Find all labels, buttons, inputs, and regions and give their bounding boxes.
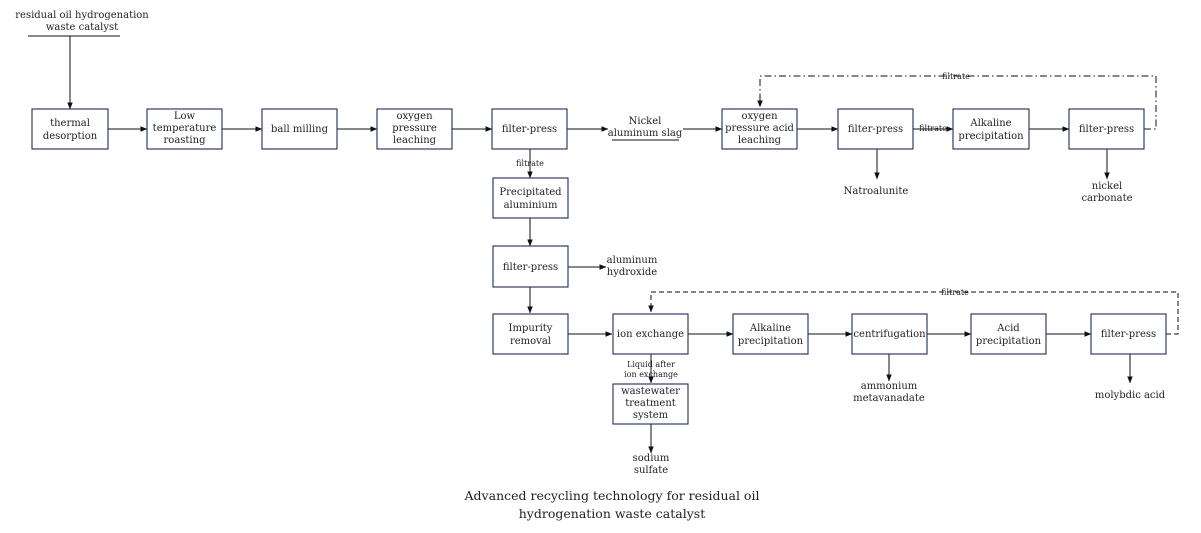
acid-precip-line1: Acid — [996, 323, 1020, 334]
box-thermal-desorption: thermal desorption — [31, 108, 109, 150]
box-filter-press-4: filter-press — [492, 245, 569, 288]
leaching-line1: oxygen — [396, 111, 433, 122]
filtrate-bottom-loop-label: filtrate — [941, 288, 969, 297]
roasting-line2: temperature — [153, 123, 217, 134]
box-oxygen-pressure-acid-leaching: oxygen pressure acid leaching — [721, 108, 798, 150]
hydroxide-line2: hydroxide — [607, 267, 658, 278]
box-ball-milling: ball milling — [261, 108, 338, 150]
filter-press-4-label: filter-press — [503, 262, 558, 273]
filter-press-2-label: filter-press — [848, 124, 903, 135]
natroalunite-output: Natroalunite — [844, 186, 909, 197]
thermal-desorption-line1: thermal — [50, 118, 90, 129]
nickel-carbonate-line1: nickel — [1092, 181, 1122, 192]
wastewater-line3: system — [633, 410, 669, 421]
caption-line2: hydrogenation waste catalyst — [519, 506, 705, 521]
alkaline-2-line2: precipitation — [738, 336, 804, 347]
impurity-line1: Impurity — [509, 323, 553, 334]
wastewater-line2: treatment — [625, 398, 676, 409]
filter-press-3-label: filter-press — [1079, 124, 1134, 135]
filtrate-mid-label: filtrate — [919, 124, 947, 133]
source-label-line2: waste catalyst — [46, 22, 118, 33]
filter-press-1-label: filter-press — [502, 124, 557, 135]
ion-exchange-label: ion exchange — [617, 329, 684, 340]
filter-press-5-label: filter-press — [1101, 329, 1156, 340]
precipitated-line2: aluminium — [504, 200, 558, 211]
box-filter-press-3: filter-press — [1068, 108, 1145, 150]
impurity-line2: removal — [510, 336, 551, 347]
box-filter-press-1: filter-press — [491, 108, 568, 150]
acid-leaching-line2: pressure acid — [725, 123, 794, 134]
centrifugation-label: centrifugation — [853, 329, 926, 340]
alkaline-1-line2: precipitation — [958, 131, 1024, 142]
connectors — [67, 36, 1179, 454]
roasting-line3: roasting — [164, 135, 207, 146]
box-low-temperature-roasting: Low temperature roasting — [146, 108, 223, 150]
output-nickel-aluminum-slag: Nickel aluminum slag — [608, 116, 683, 141]
liquid-after-line2: ion exchange — [624, 370, 678, 379]
box-oxygen-pressure-leaching: oxygen pressure leaching — [376, 108, 453, 150]
box-wastewater-treatment: wastewater treatment system — [612, 383, 689, 425]
liquid-after-line1: Liquid after — [627, 360, 675, 369]
slag-line1: Nickel — [629, 116, 662, 127]
acid-precip-line2: precipitation — [976, 336, 1042, 347]
roasting-line1: Low — [174, 111, 196, 122]
source-label-line1: residual oil hydrogenation — [15, 10, 149, 21]
alkaline-1-line1: Alkaline — [969, 118, 1011, 129]
box-alkaline-precipitation-2: Alkaline precipitation — [732, 313, 809, 355]
wastewater-line1: wastewater — [621, 386, 680, 397]
caption-line1: Advanced recycling technology for residu… — [464, 488, 760, 503]
leaching-line2: pressure — [392, 123, 437, 134]
acid-leaching-line3: leaching — [738, 135, 782, 146]
molybdic-acid-output: molybdic acid — [1095, 390, 1166, 401]
box-impurity-removal: Impurity removal — [492, 313, 569, 355]
alkaline-2-line1: Alkaline — [749, 323, 791, 334]
slag-line2: aluminum slag — [608, 128, 683, 139]
sodium-sulfate-line2: sulfate — [634, 465, 668, 476]
box-precipitated-aluminium: Precipitated aluminium — [492, 177, 569, 219]
sodium-sulfate-line1: sodium — [633, 453, 670, 464]
leaching-line3: leaching — [393, 135, 437, 146]
ball-milling-label: ball milling — [271, 124, 329, 135]
box-filter-press-5: filter-press — [1090, 313, 1167, 355]
source-label: residual oil hydrogenation waste catalys… — [15, 10, 149, 37]
thermal-desorption-line2: desorption — [43, 131, 98, 142]
metavanadate-line2: metavanadate — [853, 393, 925, 404]
box-alkaline-precipitation-1: Alkaline precipitation — [952, 108, 1030, 150]
box-acid-precipitation: Acid precipitation — [970, 313, 1047, 355]
nickel-carbonate-line2: carbonate — [1081, 193, 1132, 204]
box-filter-press-2: filter-press — [837, 108, 914, 150]
box-centrifugation: centrifugation — [851, 313, 928, 355]
precipitated-line1: Precipitated — [499, 187, 562, 198]
arrow-filtrate-bottom-loop — [648, 291, 1179, 335]
box-ion-exchange: ion exchange — [612, 313, 689, 355]
hydroxide-line1: aluminum — [607, 255, 658, 266]
metavanadate-line1: ammonium — [861, 381, 918, 392]
filtrate-top-loop-label: filtrate — [942, 72, 970, 81]
acid-leaching-line1: oxygen — [741, 111, 778, 122]
filtrate-down-label: filtrate — [516, 159, 544, 168]
arrow-filtrate-top-loop — [757, 75, 1157, 130]
